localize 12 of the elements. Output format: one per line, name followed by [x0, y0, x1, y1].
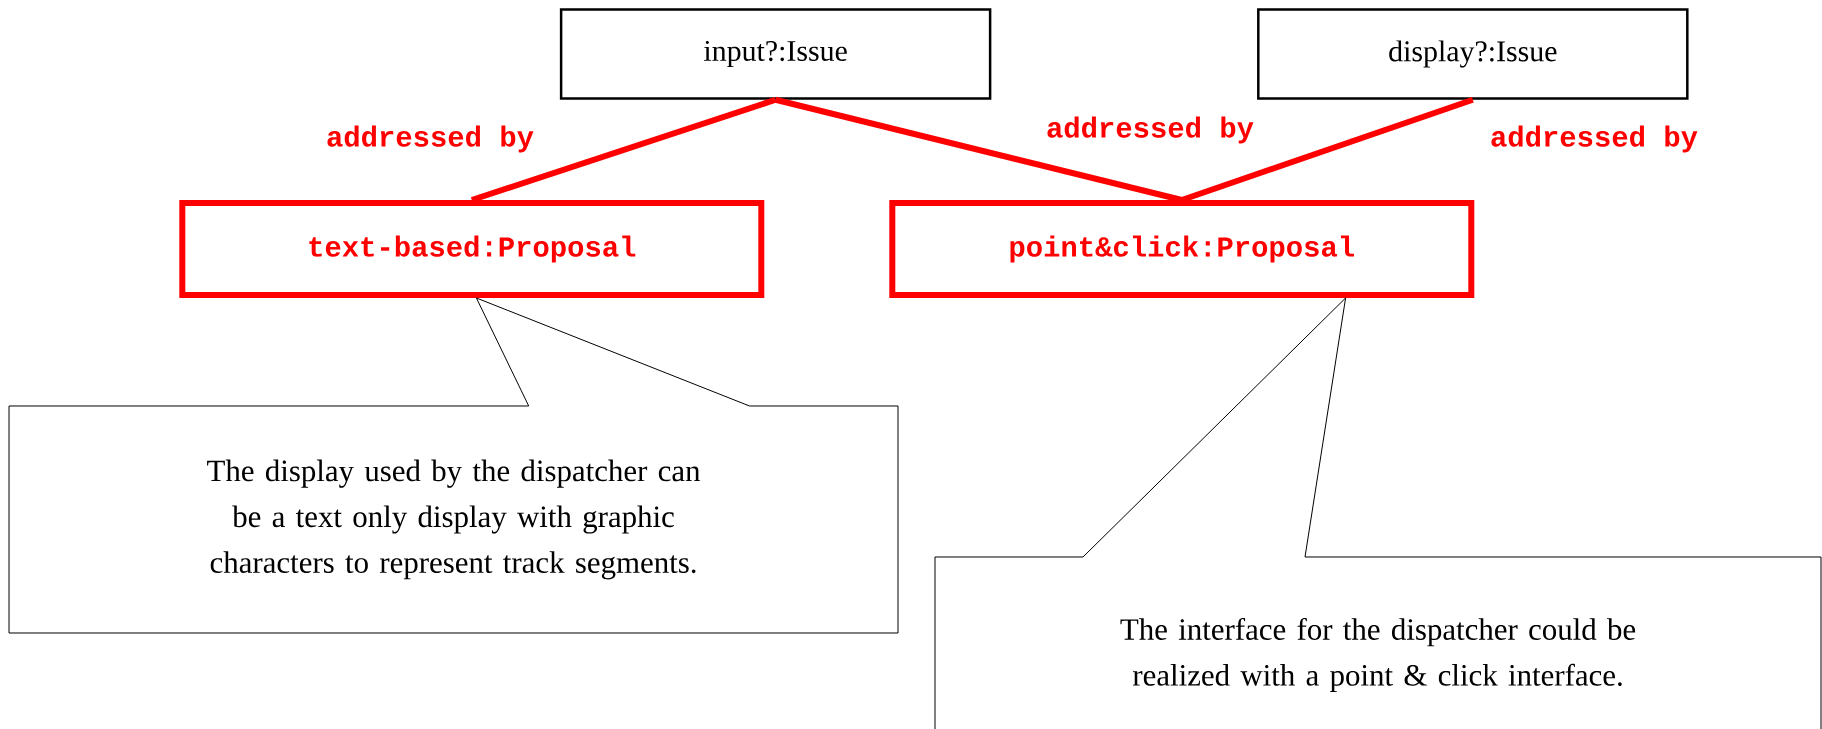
proposal-box: point&click:Proposal	[889, 200, 1475, 298]
connector-line	[1180, 96, 1474, 203]
issue-box: input?:Issue	[559, 8, 992, 100]
proposal-box: text-based:Proposal	[179, 200, 765, 298]
connector-line	[470, 96, 777, 203]
speech-balloon: The display used by the dispatcher can be a text only display with graphic characters to represent track segments.	[8, 297, 899, 634]
edge-label: addressed by	[1488, 123, 1701, 155]
edge-label: addressed by	[1044, 114, 1257, 146]
connector-line	[774, 96, 1183, 203]
edge-label: addressed by	[324, 123, 537, 155]
speech-balloon: The interface for the dispatcher could be realized with a point & click interface.	[934, 297, 1822, 729]
issue-box: display?:Issue	[1257, 8, 1689, 100]
